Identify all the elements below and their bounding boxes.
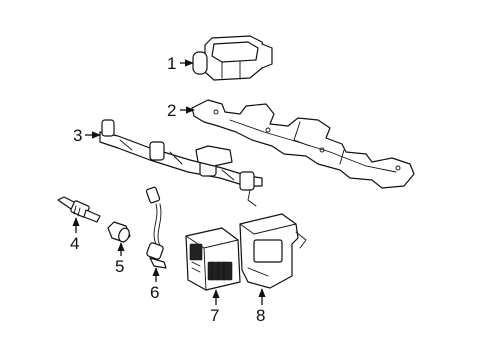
callout-number-1: 1 [167, 54, 176, 73]
callout-7: 7 [210, 289, 220, 325]
part-1-ignition-coil [192, 35, 273, 81]
callout-number-6: 6 [150, 283, 159, 302]
callout-number-5: 5 [115, 257, 124, 276]
callout-2: 2 [167, 101, 195, 120]
callout-number-7: 7 [210, 306, 219, 325]
callout-number-2: 2 [167, 101, 176, 120]
callout-6: 6 [150, 267, 160, 302]
part-8-module-bracket [239, 213, 307, 289]
callout-1: 1 [167, 54, 194, 73]
callout-number-8: 8 [256, 306, 265, 325]
part-2-bracket [191, 99, 415, 189]
part-6-oxygen-sensor [145, 186, 167, 269]
part-4-sensor [57, 196, 101, 223]
callout-number-3: 3 [73, 126, 82, 145]
part-7-control-module [185, 227, 241, 291]
part-3-wiring-harness [99, 119, 263, 207]
callout-3: 3 [73, 126, 101, 145]
callout-number-4: 4 [70, 234, 79, 253]
callout-4: 4 [70, 217, 80, 253]
callout-5: 5 [115, 242, 125, 276]
part-5-boot [107, 221, 131, 243]
callout-8: 8 [256, 288, 266, 325]
